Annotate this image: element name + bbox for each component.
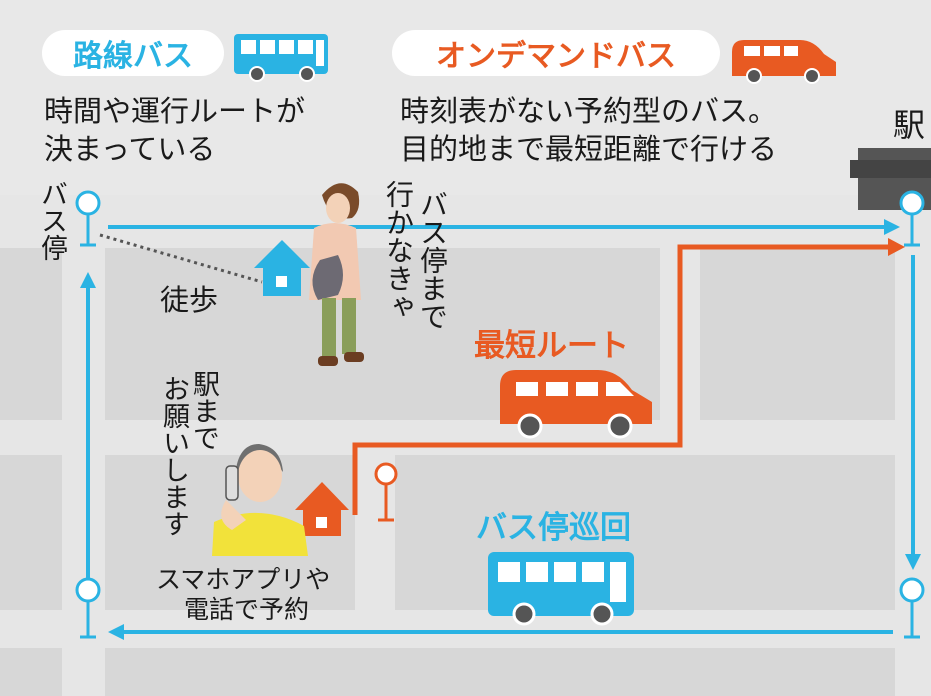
man-speech-line2: お願いします [158, 375, 189, 537]
reservation-label-line1: スマホアプリや [156, 565, 331, 594]
house-icon [254, 240, 310, 296]
shortest-route-arrowhead [888, 238, 905, 256]
bus-stop-icon [374, 462, 398, 522]
bus-stop-icon [75, 190, 925, 639]
route-bus-desc-line2: 決まっている [44, 132, 216, 166]
on-demand-van-icon [500, 370, 652, 439]
walk-path [99, 233, 263, 284]
woman-speech-line2: 行かなきゃ [382, 180, 415, 320]
route-bus-icon [234, 34, 328, 82]
on-demand-bus-label: オンデマンドバス [436, 39, 676, 74]
on-demand-desc-line1: 時刻表がない予約型のバス。 [400, 94, 778, 128]
route-bus-icon [488, 552, 634, 626]
route-arrowheads [80, 219, 921, 640]
man-speech-line1: 駅まで [188, 370, 219, 451]
woman-walking-figure [309, 183, 364, 366]
shortest-route-line [352, 244, 895, 515]
man-on-phone-figure [212, 444, 308, 556]
shortest-route-label: 最短ルート [474, 328, 629, 364]
woman-speech-line1: バス停まで [416, 190, 449, 330]
walk-label: 徒歩 [160, 283, 219, 317]
on-demand-van-icon [732, 40, 836, 84]
reservation-label-line2: 電話で予約 [184, 595, 310, 624]
on-demand-desc-line2: 目的地まで最短距離で行ける [400, 132, 778, 166]
station-label: 駅 [893, 106, 926, 144]
bus-loop-route [86, 225, 915, 634]
route-bus-desc-line1: 時間や運行ルートが [44, 94, 306, 128]
bus-stop-label: バス停 [36, 180, 67, 261]
on-demand-bus-pill: オンデマンドバス [392, 30, 720, 76]
bus-stop-loop-label: バス停巡回 [476, 510, 631, 546]
route-bus-label: 路線バス [73, 39, 193, 74]
house-icon [295, 482, 349, 536]
route-bus-pill: 路線バス [42, 30, 224, 76]
